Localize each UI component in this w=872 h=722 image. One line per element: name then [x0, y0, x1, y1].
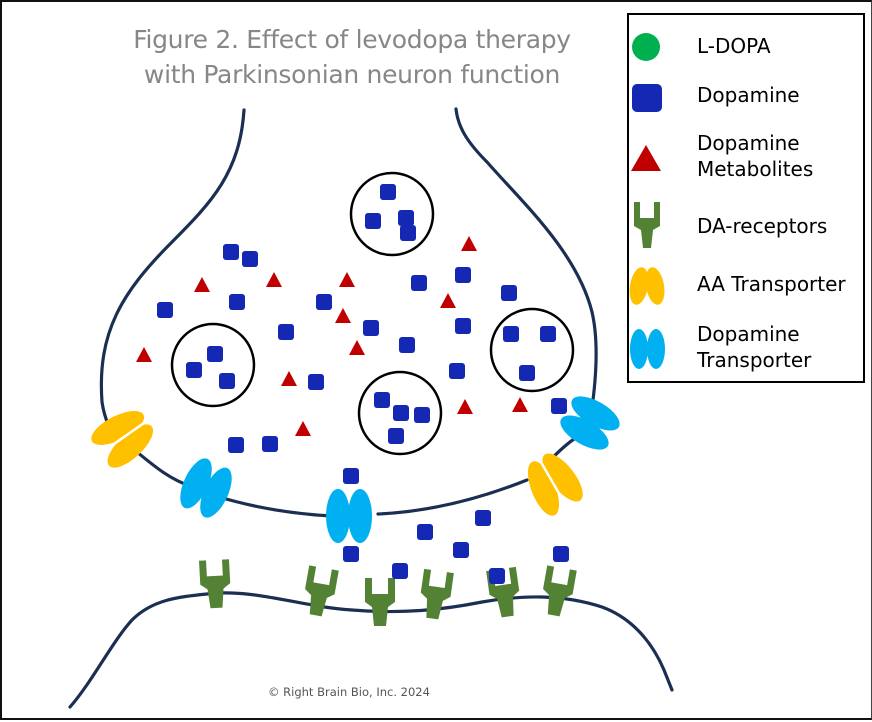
transporter-layer: [91, 396, 620, 543]
aa-transporter: [527, 453, 583, 516]
green-circle-icon: [632, 33, 660, 61]
dopamine-molecule: [316, 294, 332, 310]
dopamine-molecule: [223, 244, 239, 260]
red-triangle-icon: [631, 145, 661, 171]
dopamine-metabolite: [335, 308, 351, 323]
vesicle-dopamine-molecule: [219, 373, 235, 389]
receptor-layer: [199, 559, 577, 626]
vesicle-dopamine-molecule: [503, 326, 519, 342]
legend-label-aa-transporter: AA Transporter: [697, 272, 846, 296]
dopamine-molecule: [262, 436, 278, 452]
da-receptor: [420, 568, 454, 620]
postsynaptic-membrane: [68, 591, 674, 709]
vesicle-dopamine-molecule: [414, 407, 430, 423]
dopamine-molecule: [242, 251, 258, 267]
synaptic-vesicle: [489, 307, 575, 393]
dopamine-molecule: [363, 320, 379, 336]
vesicle-dopamine-molecule: [400, 225, 416, 241]
da-receptor: [365, 578, 395, 626]
cleft-dopamine-molecule: [343, 546, 359, 562]
vesicle-dopamine-molecule: [519, 365, 535, 381]
da-receptor: [486, 566, 520, 618]
vesicle-dopamine-molecule: [380, 184, 396, 200]
green-receptor-icon: [634, 202, 660, 248]
vesicle-dopamine-molecule: [398, 210, 414, 226]
legend-label-l-dopa: L-DOPA: [697, 34, 771, 58]
dopamine-metabolite: [457, 399, 473, 414]
dopamine-molecule: [228, 437, 244, 453]
dopamine-metabolite: [440, 293, 456, 308]
aa-transporter: [91, 411, 154, 468]
dopamine-molecule: [449, 363, 465, 379]
da-receptor: [305, 565, 339, 617]
yellow-split-ellipse-icon: [629, 267, 665, 305]
dopamine-metabolite: [281, 371, 297, 386]
vesicle-dopamine-molecule: [540, 326, 556, 342]
legend-label-dopamine-metabolites-2: Metabolites: [697, 157, 814, 181]
vesicle-outline: [170, 322, 256, 408]
cyan-double-ellipse-icon: [630, 329, 665, 369]
dopamine-transporter: [180, 458, 232, 518]
dopamine-metabolite: [266, 272, 282, 287]
legend-label-dopamine-transporter-1: Dopamine: [697, 322, 800, 346]
vesicle-dopamine-molecule: [374, 392, 390, 408]
legend-label-da-receptors: DA-receptors: [697, 214, 828, 238]
molecule-layer: [136, 236, 567, 484]
vesicle-dopamine-molecule: [186, 362, 202, 378]
vesicle-outline: [489, 307, 575, 393]
dopamine-metabolite: [461, 236, 477, 251]
cleft-dopamine-molecule: [475, 510, 491, 526]
da-receptor: [199, 559, 231, 609]
dopamine-molecule: [229, 294, 245, 310]
cleft-dopamine-layer: [343, 510, 569, 584]
dopamine-metabolite: [512, 397, 528, 412]
dopamine-molecule: [278, 324, 294, 340]
blue-rounded-square-icon: [632, 84, 662, 112]
dopamine-molecule: [308, 374, 324, 390]
dopamine-metabolite: [339, 272, 355, 287]
dopamine-transporter: [326, 489, 372, 543]
dopamine-molecule: [157, 302, 173, 318]
cleft-dopamine-molecule: [453, 542, 469, 558]
cleft-dopamine-molecule: [392, 563, 408, 579]
vesicle-dopamine-molecule: [388, 428, 404, 444]
cleft-dopamine-molecule: [553, 546, 569, 562]
synaptic-vesicle: [349, 171, 435, 257]
figure-title: Figure 2. Effect of levodopa therapy wit…: [102, 22, 602, 92]
legend-label-dopamine-transporter-2: Transporter: [697, 348, 812, 372]
dopamine-molecule: [399, 337, 415, 353]
dopamine-molecule: [551, 398, 567, 414]
dopamine-metabolite: [194, 277, 210, 292]
dopamine-metabolite: [349, 340, 365, 355]
dopamine-transporter: [560, 396, 620, 450]
legend-label-dopamine-metabolites-1: Dopamine: [697, 131, 800, 155]
cleft-dopamine-molecule: [417, 524, 433, 540]
legend: L-DOPA Dopamine Dopamine Metabolites DA-…: [627, 13, 865, 383]
vesicle-outline: [349, 171, 435, 257]
da-receptor: [543, 565, 577, 617]
synaptic-vesicle: [170, 322, 256, 408]
dopamine-molecule: [343, 468, 359, 484]
figure-title-line-1: Figure 2. Effect of levodopa therapy: [133, 25, 571, 54]
dopamine-metabolite: [136, 347, 152, 362]
vesicle-dopamine-molecule: [393, 405, 409, 421]
dopamine-molecule: [455, 318, 471, 334]
figure-title-line-2: with Parkinsonian neuron function: [143, 60, 561, 89]
vesicle-dopamine-molecule: [207, 346, 223, 362]
vesicle-dopamine-molecule: [365, 213, 381, 229]
dopamine-molecule: [455, 267, 471, 283]
vesicle-layer: [170, 171, 575, 456]
dopamine-metabolite: [295, 421, 311, 436]
cleft-dopamine-molecule: [489, 568, 505, 584]
vesicle-outline: [357, 370, 443, 456]
synaptic-vesicle: [357, 370, 443, 456]
dopamine-molecule: [411, 275, 427, 291]
copyright-notice: © Right Brain Bio, Inc. 2024: [268, 685, 430, 699]
presynaptic-membrane: [99, 107, 598, 518]
dopamine-molecule: [501, 285, 517, 301]
legend-label-dopamine: Dopamine: [697, 83, 800, 107]
